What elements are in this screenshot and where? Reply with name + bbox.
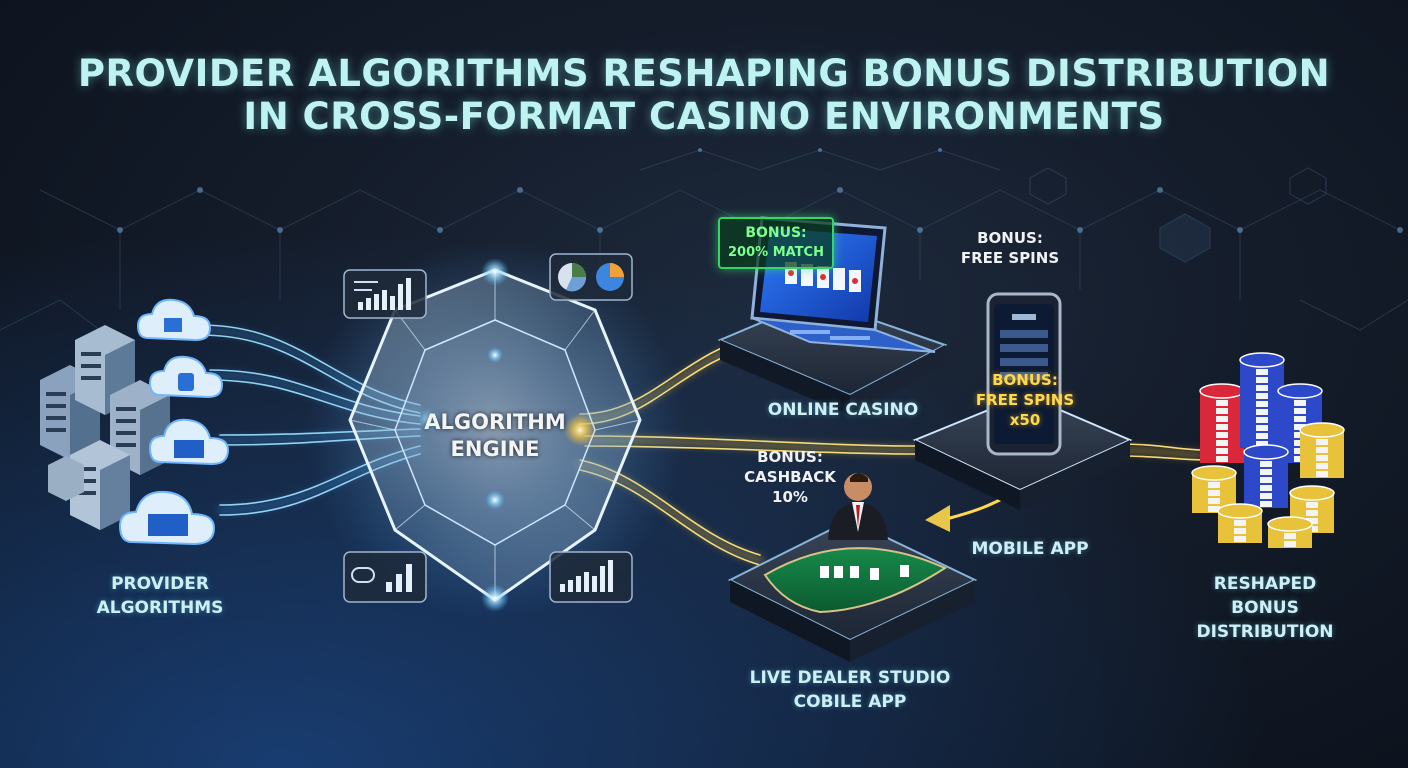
- mobile-app-label: MOBILE APP: [971, 539, 1089, 559]
- reshaped-distribution-label: RESHAPED BONUS DISTRIBUTION: [1180, 572, 1350, 644]
- chip-stripe: [1216, 400, 1228, 406]
- chip-stripe: [1256, 409, 1268, 415]
- chip-top: [1289, 485, 1335, 501]
- chip-stripe: [1208, 482, 1220, 488]
- bonus-x50-line-2: FREE SPINS: [975, 391, 1075, 409]
- engine-label-line-1: ALGORITHM: [424, 410, 566, 434]
- smartphone-icon: [912, 292, 1133, 510]
- background-hexagons: [1029, 167, 1327, 263]
- chip-stripe: [1256, 385, 1268, 391]
- title-line-2: IN CROSS-FORMAT CASINO ENVIRONMENTS: [243, 95, 1165, 138]
- dealer-table-icon: [727, 473, 978, 662]
- chip-top: [1299, 422, 1345, 438]
- bar-chart-icon: [343, 269, 427, 319]
- chip-stripe: [1306, 518, 1318, 524]
- bar-chart-icon: [549, 551, 633, 603]
- bonus-free-spins-x50: BONUS: FREE SPINS x50: [970, 370, 1080, 430]
- chip-top: [1239, 352, 1285, 368]
- provider-label-line-2: ALGORITHMS: [96, 598, 224, 618]
- algorithm-engine-gem: [305, 240, 685, 620]
- online-casino-label: ONLINE CASINO: [767, 400, 919, 420]
- background-nodes: [117, 148, 1403, 233]
- chip-stripe: [1216, 432, 1228, 438]
- chip-stripe: [1256, 369, 1268, 375]
- chip-stripe: [1256, 401, 1268, 407]
- chip-stripe: [1284, 541, 1296, 547]
- bonus-free-spins: BONUS: FREE SPINS: [950, 228, 1070, 268]
- bonus-match-line-1: BONUS:: [745, 225, 807, 241]
- live-dealer-label: LIVE DEALER STUDIO COBILE APP: [720, 666, 980, 714]
- chip-stripe: [1260, 493, 1272, 499]
- bonus-x50-line-1: BONUS:: [992, 371, 1058, 389]
- chip-stripe: [1316, 455, 1328, 461]
- bar-chart-icon: [343, 551, 427, 603]
- chip-top: [1277, 383, 1323, 399]
- chip-top: [1199, 383, 1245, 399]
- chip-stripe: [1208, 498, 1220, 504]
- reshaped-label-line-2: BONUS: [1231, 598, 1299, 618]
- bonus-cashback-line-3: 10%: [772, 488, 808, 506]
- chip-stripe: [1316, 439, 1328, 445]
- provider-algorithms-label: PROVIDER ALGORITHMS: [70, 572, 250, 620]
- reshaped-label-line-3: DISTRIBUTION: [1196, 622, 1334, 642]
- bonus-cashback: BONUS: CASHBACK 10%: [735, 447, 845, 507]
- chip-stripe: [1260, 461, 1272, 467]
- chip-stripe: [1256, 425, 1268, 431]
- pie-chart-icon: [549, 253, 633, 301]
- engine-label-line-2: ENGINE: [450, 437, 540, 461]
- chip-stripe: [1316, 471, 1328, 477]
- bonus-cashback-line-1: BONUS:: [757, 448, 823, 466]
- chip-stripe: [1260, 485, 1272, 491]
- chip-stripe: [1294, 416, 1306, 422]
- chip-stripe: [1260, 477, 1272, 483]
- chip-stripe: [1256, 433, 1268, 439]
- cloud-icon: [118, 298, 230, 546]
- bonus-free-spins-line-2: FREE SPINS: [960, 249, 1060, 267]
- provider-label-line-1: PROVIDER: [111, 574, 209, 594]
- chip-stripe: [1216, 448, 1228, 454]
- chip-stripe: [1256, 441, 1268, 447]
- chip-stripe: [1234, 528, 1246, 534]
- chip-stripe: [1306, 510, 1318, 516]
- bonus-match-line-2: 200% MATCH: [728, 245, 824, 260]
- chip-stripe: [1294, 424, 1306, 430]
- chip-stripe: [1294, 408, 1306, 414]
- live-dealer-label-line-1: LIVE DEALER STUDIO: [749, 668, 951, 688]
- chip-stripe: [1216, 456, 1228, 462]
- chip-stripe: [1306, 502, 1318, 508]
- chip-stripe: [1294, 400, 1306, 406]
- chip-stripe: [1256, 377, 1268, 383]
- chip-stripe: [1260, 469, 1272, 475]
- reshaped-label-line-1: RESHAPED: [1213, 574, 1317, 594]
- chip-stripe: [1316, 463, 1328, 469]
- bonus-x50-line-3: x50: [1009, 411, 1041, 429]
- chip-stripe: [1234, 536, 1246, 542]
- chip-top: [1191, 465, 1237, 481]
- chip-stripe: [1208, 506, 1220, 512]
- chip-stripe: [1216, 416, 1228, 422]
- chip-stripe: [1260, 501, 1272, 507]
- chip-top: [1243, 444, 1289, 460]
- chip-stripe: [1234, 520, 1246, 526]
- bonus-free-spins-line-1: BONUS:: [977, 229, 1043, 247]
- chip-top: [1267, 516, 1313, 532]
- chip-stripe: [1208, 490, 1220, 496]
- chip-stripe: [1256, 393, 1268, 399]
- chip-stripe: [1216, 424, 1228, 430]
- chip-stripe: [1216, 408, 1228, 414]
- poker-chip-icon: [1191, 352, 1345, 548]
- chip-stripe: [1316, 447, 1328, 453]
- live-dealer-label-line-2: COBILE APP: [793, 692, 907, 712]
- chip-stripe: [1256, 417, 1268, 423]
- chip-stripe: [1284, 533, 1296, 539]
- bonus-cashback-line-2: CASHBACK: [744, 468, 836, 486]
- chip-top: [1217, 503, 1263, 519]
- bonus-match-badge: BONUS: 200% MATCH: [718, 217, 834, 269]
- chip-stripe: [1216, 440, 1228, 446]
- title-line-1: PROVIDER ALGORITHMS RESHAPING BONUS DIST…: [77, 52, 1331, 95]
- algorithm-engine-label: ALGORITHM ENGINE: [405, 409, 585, 463]
